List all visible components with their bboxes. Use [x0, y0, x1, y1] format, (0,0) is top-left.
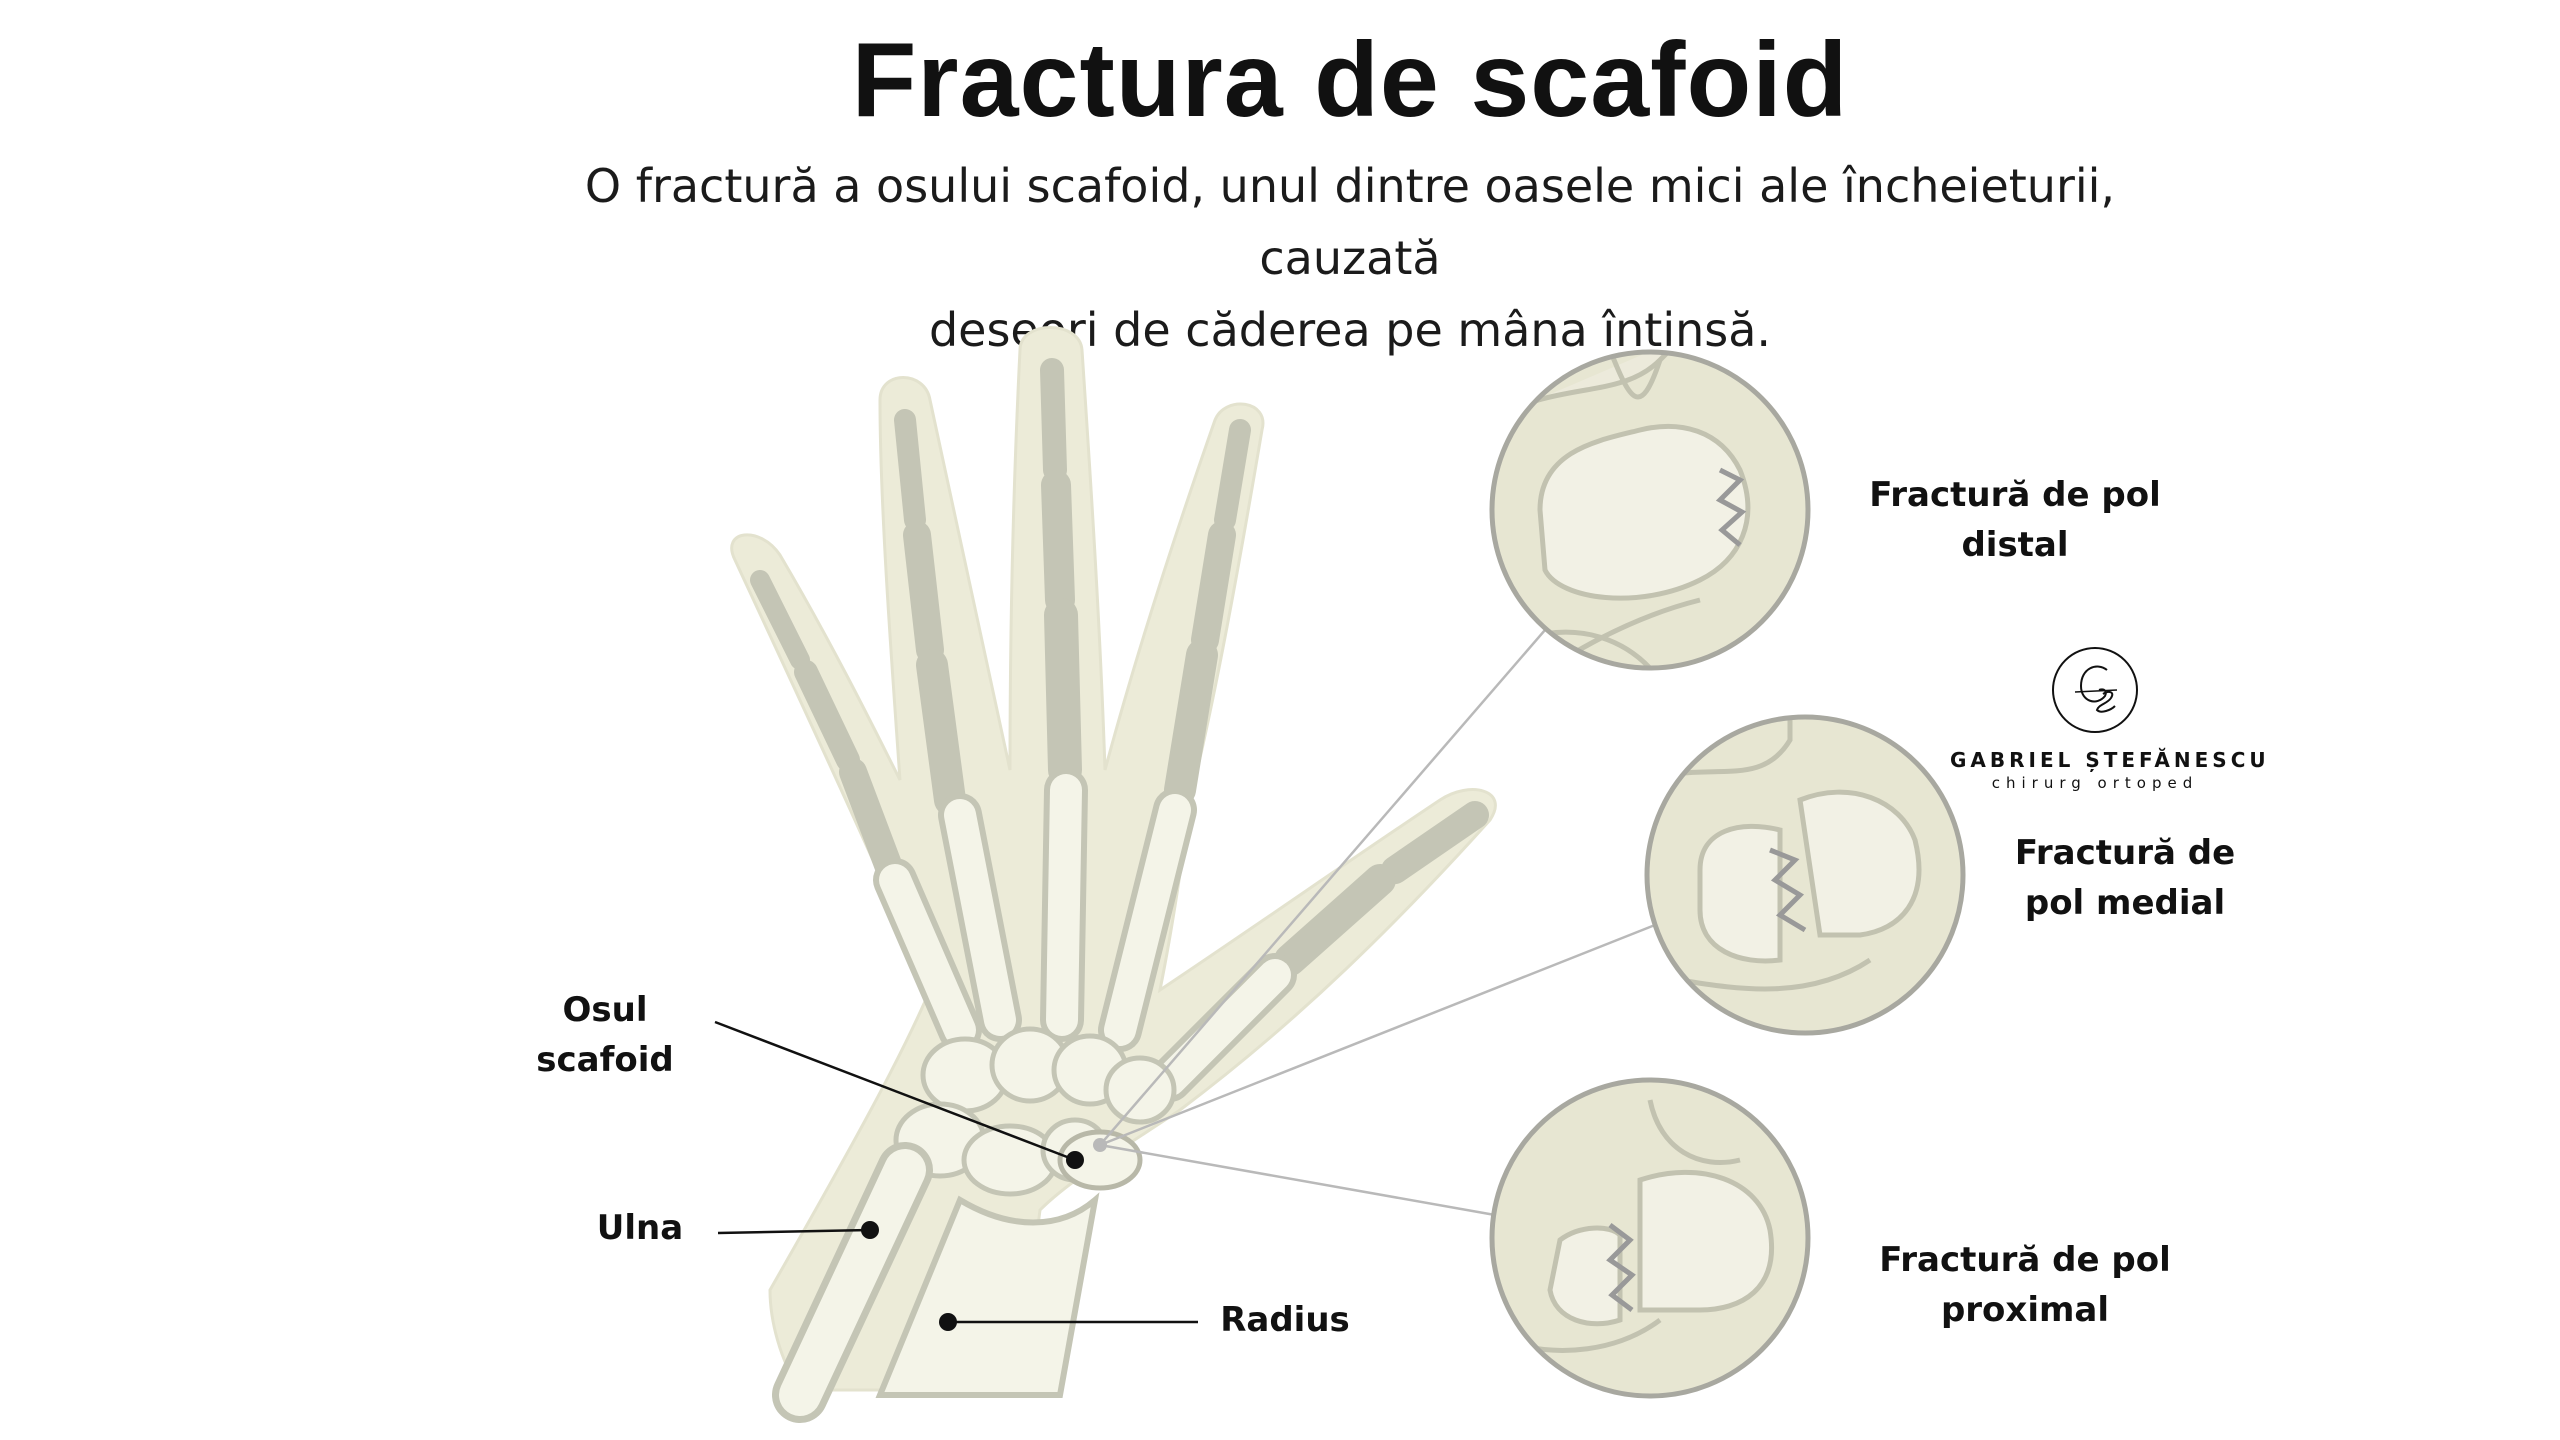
label-inset-proximal-line-1: Fractură de pol: [1860, 1235, 2190, 1285]
logo-subtitle: chirurg ortoped: [1950, 774, 2240, 792]
label-inset-distal: Fractură de pol distal: [1850, 470, 2180, 570]
inset-proximal: [1492, 1080, 1808, 1396]
label-inset-distal-line-2: distal: [1850, 520, 2180, 570]
label-radius-text: Radius: [1220, 1300, 1350, 1340]
label-scaphoid-line-2: scafoid: [520, 1035, 690, 1085]
label-inset-medial-line-2: pol medial: [2000, 878, 2250, 928]
scaphoid-leader-dot: [1066, 1151, 1084, 1169]
ulna-leader-dot: [861, 1221, 879, 1239]
logo-name: GABRIEL ȘTEFĂNESCU: [1950, 748, 2240, 772]
gs-monogram-icon: [2045, 640, 2145, 740]
label-ulna: Ulna: [580, 1203, 700, 1253]
label-inset-distal-line-1: Fractură de pol: [1850, 470, 2180, 520]
inset-distal: [1490, 320, 1808, 720]
radius-leader-dot: [939, 1313, 957, 1331]
label-inset-medial: Fractură de pol medial: [2000, 828, 2250, 928]
label-scaphoid: Osul scafoid: [520, 985, 690, 1085]
label-ulna-text: Ulna: [597, 1208, 683, 1248]
label-inset-proximal-line-2: proximal: [1860, 1285, 2190, 1335]
brand-logo: GABRIEL ȘTEFĂNESCU chirurg ortoped: [1950, 640, 2240, 792]
label-inset-proximal: Fractură de pol proximal: [1860, 1235, 2190, 1335]
label-scaphoid-line-1: Osul: [520, 985, 690, 1035]
inset-medial: [1647, 717, 1963, 1033]
scaphoid-callout-dot: [1093, 1138, 1107, 1152]
label-inset-medial-line-1: Fractură de: [2000, 828, 2250, 878]
label-radius: Radius: [1210, 1295, 1360, 1345]
